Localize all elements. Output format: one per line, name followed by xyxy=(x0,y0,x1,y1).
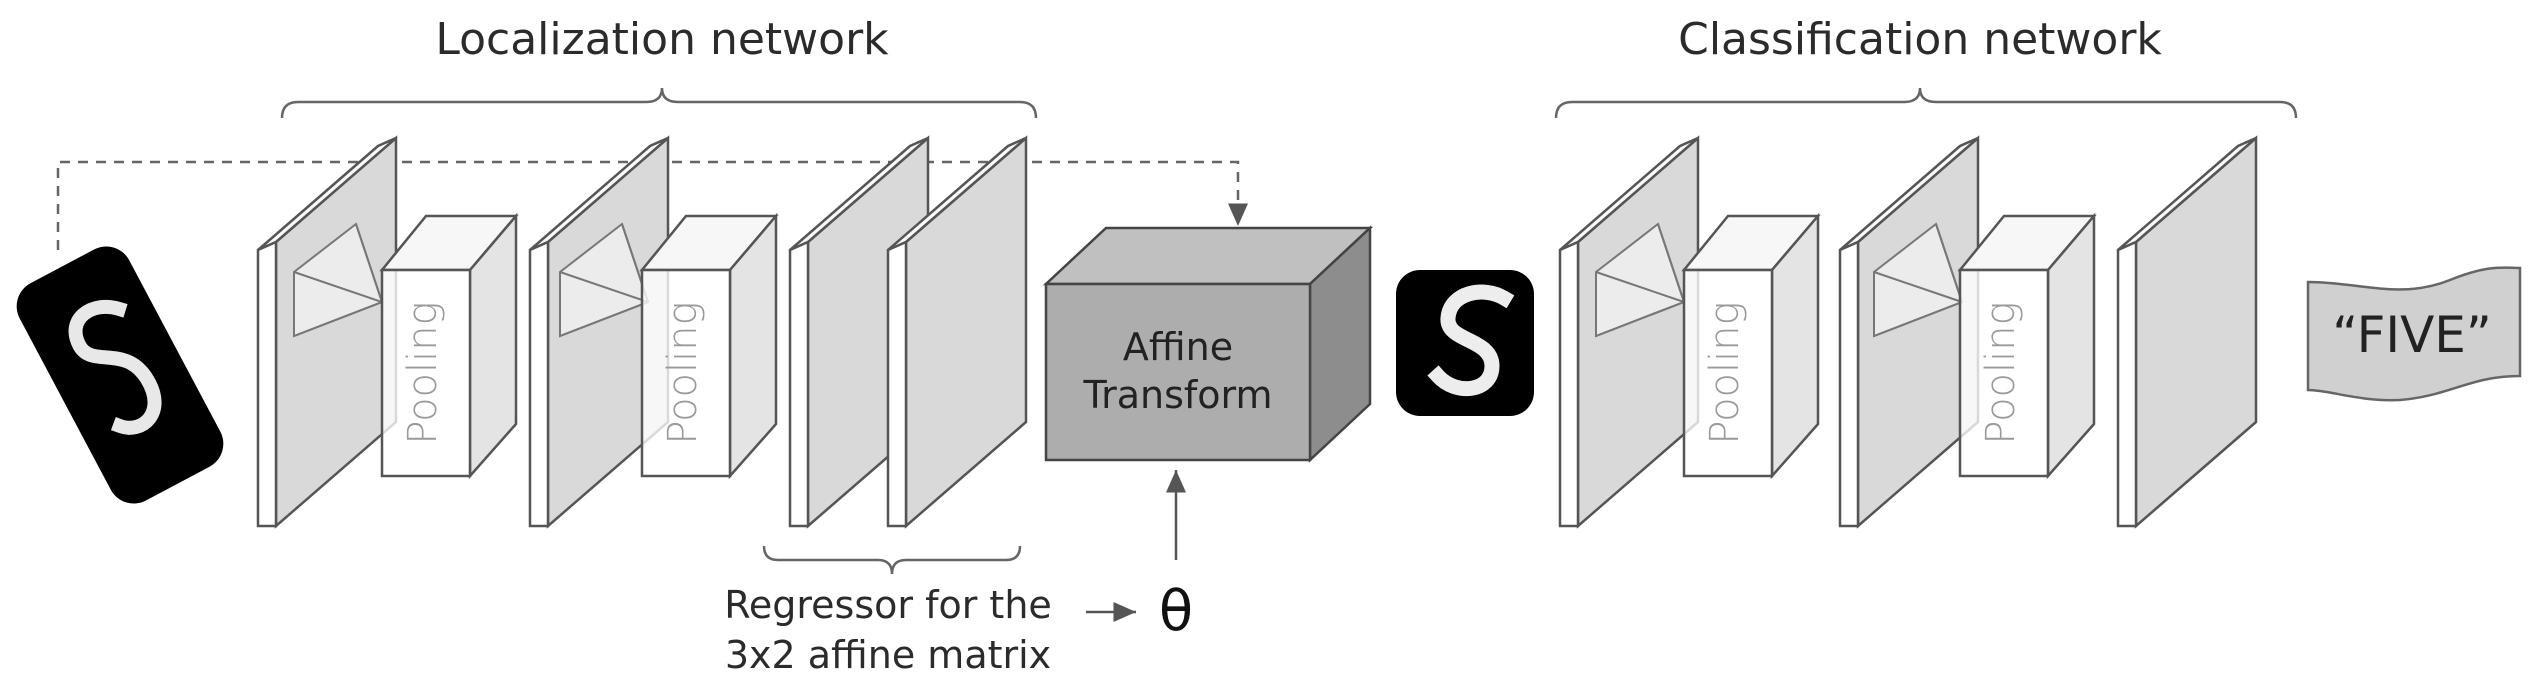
classification-fc-layer xyxy=(2116,135,2258,529)
input-skip-connection-dashed-arrow xyxy=(56,160,1248,250)
classification-kernel-pyramid-1 xyxy=(1595,222,1686,338)
regressor-brace xyxy=(762,545,1022,575)
localization-pooling-block-1 xyxy=(379,212,519,480)
pooling-label-4: Pooling xyxy=(1978,301,2024,444)
localization-kernel-pyramid-2 xyxy=(559,222,650,338)
localization-pooling-block-2 xyxy=(639,212,779,480)
pooling-label-2: Pooling xyxy=(660,301,706,444)
classification-conv-layer-1 xyxy=(1558,135,1700,529)
localization-conv-layer-2 xyxy=(528,135,670,529)
localization-fc-layer-2 xyxy=(886,135,1028,529)
classification-pooling-block-1 xyxy=(1681,212,1821,480)
affine-transform-label-line-2: Transform xyxy=(1082,373,1272,417)
localization-network-title: Localization network xyxy=(435,14,889,65)
regressor-label-line-1: Regressor for the xyxy=(724,583,1052,627)
localization-brace xyxy=(280,87,1038,119)
input-digit-image xyxy=(16,246,224,504)
classification-conv-layer-2 xyxy=(1838,135,1980,529)
pooling-label-1: Pooling xyxy=(400,301,446,444)
regressor-label-line-2: 3x2 affine matrix xyxy=(725,633,1051,677)
transformed-digit-image xyxy=(1396,270,1534,416)
theta-symbol: θ xyxy=(1159,579,1193,644)
output-label-banner xyxy=(2306,266,2522,402)
affine-transform-box xyxy=(1042,225,1374,463)
classification-pooling-block-2 xyxy=(1957,212,2097,480)
classification-kernel-pyramid-2 xyxy=(1873,222,1964,338)
localization-conv-layer-1 xyxy=(256,135,398,529)
output-label-text: “FIVE” xyxy=(2332,306,2492,364)
affine-transform-label-line-1: Affine xyxy=(1123,325,1233,369)
localization-kernel-pyramid-1 xyxy=(293,222,384,338)
pooling-label-3: Pooling xyxy=(1702,301,1748,444)
classification-brace xyxy=(1554,87,2298,119)
classification-network-title: Classification network xyxy=(1678,14,2162,65)
